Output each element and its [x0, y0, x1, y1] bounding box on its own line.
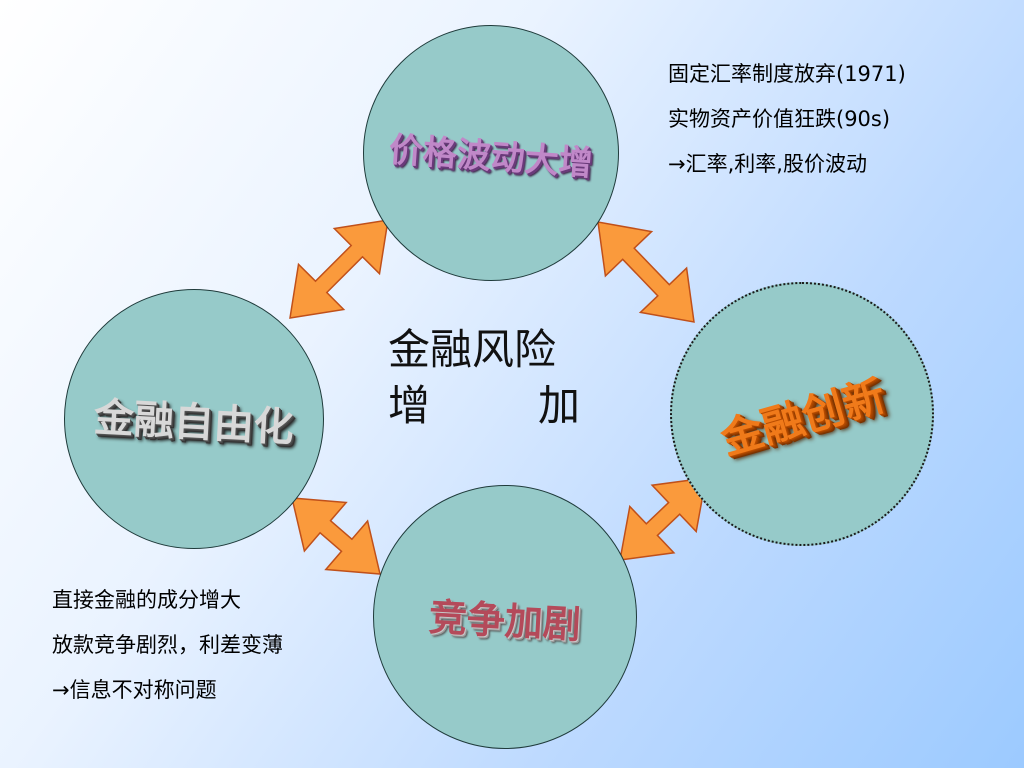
center-title-increase-1: 增: [388, 381, 431, 430]
center-title-line1: 金融风险: [388, 325, 557, 374]
note-line: →信息不对称问题: [52, 678, 217, 702]
right-arrow-icon: →: [668, 152, 686, 176]
note-line: 固定汇率制度放弃(1971): [668, 62, 906, 86]
node-price-volatility[interactable]: 价格波动大增: [363, 25, 619, 281]
note-line: 放款竞争剧烈，利差变薄: [52, 633, 283, 657]
arrow-price-innovation: [597, 221, 695, 323]
center-title-increase-2: 加: [538, 381, 581, 430]
right-arrow-icon: →: [52, 678, 70, 702]
notes-bottom-left: 直接金融的成分增大 放款竞争剧烈，利差变薄 →信息不对称问题: [52, 578, 283, 713]
note-line: 直接金融的成分增大: [52, 588, 241, 612]
node-financial-liberalization[interactable]: 金融自由化: [64, 289, 324, 549]
node-price-volatility-label: 价格波动大增: [387, 129, 594, 184]
center-title-line2: 增加: [388, 378, 580, 434]
note-line: →汇率,利率,股价波动: [668, 152, 867, 176]
center-title: 金融风险 增加: [388, 322, 580, 434]
node-financial-innovation-label: 金融创新: [715, 370, 891, 464]
arrow-competition-innovation: [619, 477, 707, 561]
notes-top-right: 固定汇率制度放弃(1971) 实物资产价值狂跌(90s) →汇率,利率,股价波动: [668, 52, 906, 187]
node-financial-innovation[interactable]: 金融创新: [670, 282, 934, 546]
node-intensified-competition-label: 竞争加剧: [427, 593, 582, 647]
arrow-liberalization-price: [289, 219, 389, 319]
arrow-liberalization-competition: [291, 497, 381, 575]
note-line: 实物资产价值狂跌(90s): [668, 107, 891, 131]
node-intensified-competition[interactable]: 竞争加剧: [373, 485, 637, 749]
node-financial-liberalization-label: 金融自由化: [92, 393, 295, 452]
